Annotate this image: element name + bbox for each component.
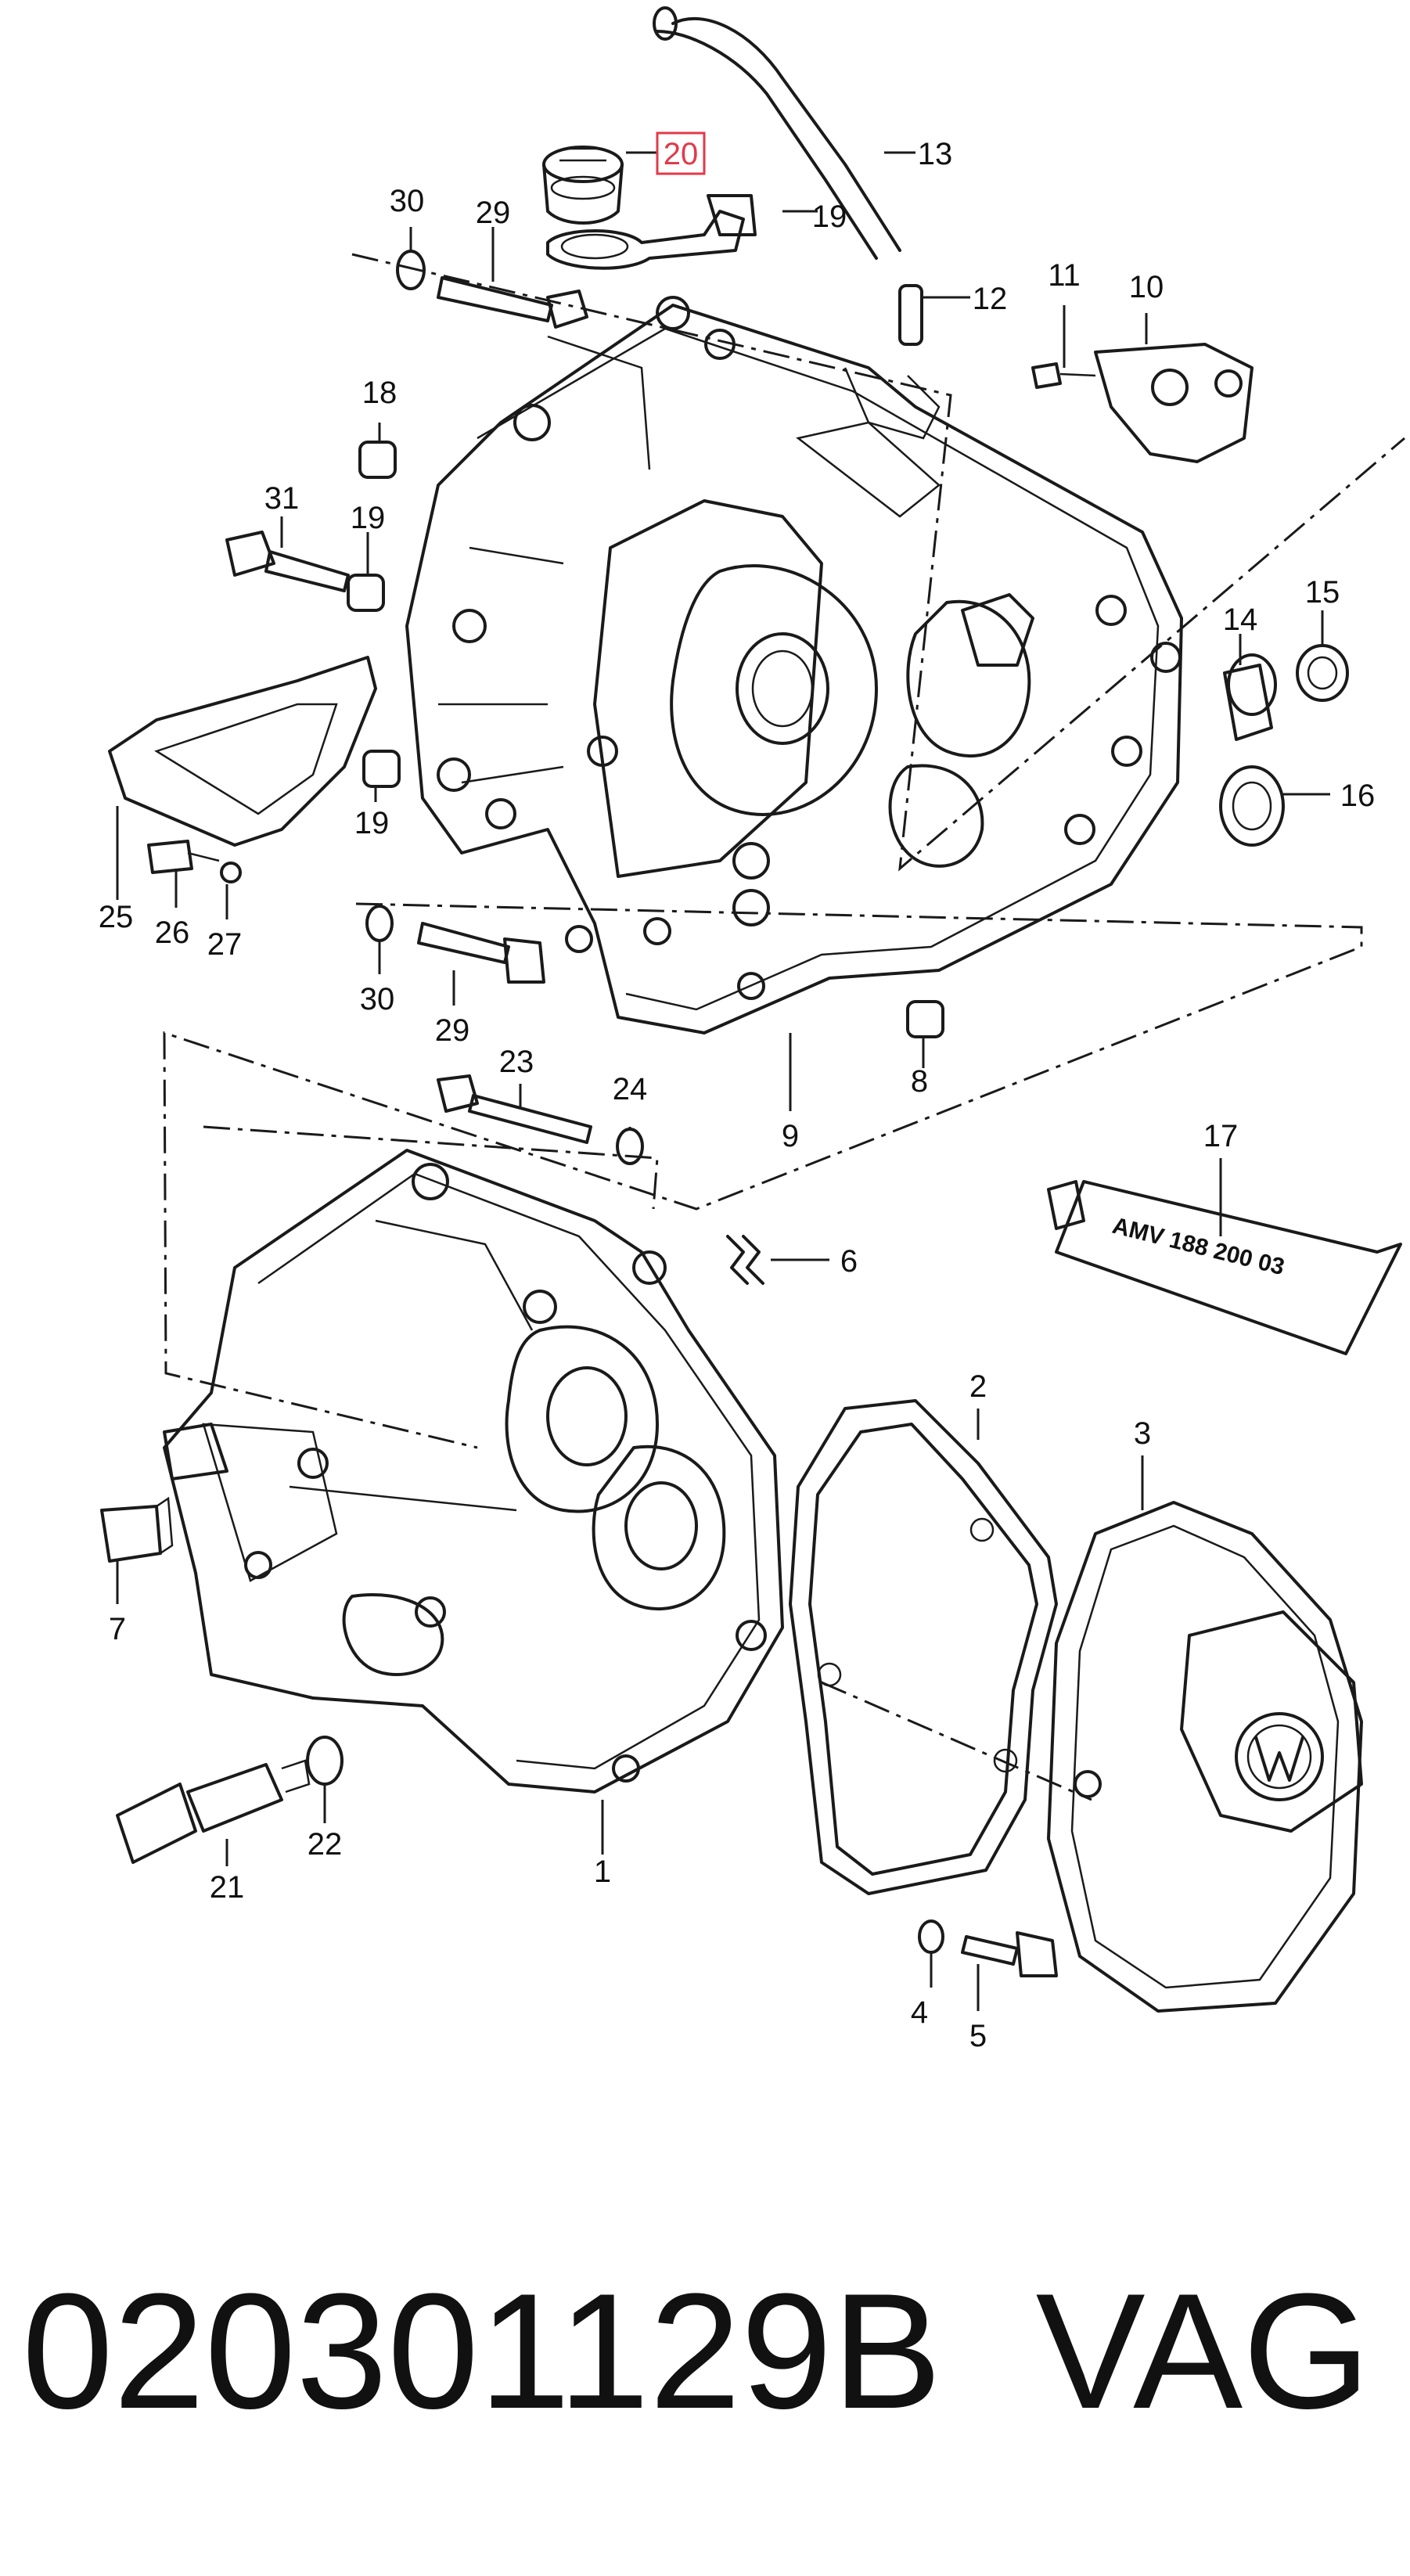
sleeves-left <box>225 441 401 788</box>
cover-plate <box>108 656 377 883</box>
rubber-plug <box>100 1496 174 1563</box>
callout-labels: 20 13 19 12 11 10 30 29 18 31 19 15 14 1… <box>99 131 1376 2053</box>
callout-leaders <box>116 151 1330 2011</box>
highlight-box-21 <box>656 131 706 175</box>
bolt-top <box>396 250 588 329</box>
callout-28: 27 <box>207 927 243 962</box>
callout-31: 31 <box>264 481 300 516</box>
callout-6: 6 <box>840 1244 858 1279</box>
end-cover <box>1047 1501 1363 2013</box>
gasket-bracket <box>546 194 757 270</box>
callout-24: 23 <box>499 1045 534 1079</box>
seals-right <box>1219 644 1349 847</box>
callout-25: 24 <box>613 1072 648 1106</box>
callout-20: 19 <box>812 200 847 234</box>
callout-29-lower: 29 <box>435 1013 470 1048</box>
spring <box>726 1235 764 1285</box>
callout-10: 10 <box>1129 270 1164 304</box>
part-number-text: 020301129B <box>22 2259 942 2443</box>
upper-transmission-housing <box>405 296 1183 1034</box>
callout-14: 14 <box>1223 603 1258 637</box>
callout-22: 21 <box>210 1870 245 1905</box>
sealant-tube: AMV 188 200 03 <box>1047 1180 1402 1355</box>
callout-13: 13 <box>918 137 953 171</box>
callout-12: 12 <box>973 282 1008 316</box>
filler-plug <box>542 146 624 225</box>
callout-5: 5 <box>969 2019 987 2053</box>
callout-27: 26 <box>155 916 190 950</box>
callout-2: 2 <box>969 1369 987 1404</box>
callout-23: 22 <box>308 1827 343 1862</box>
callout-11: 11 <box>1048 258 1081 293</box>
callout-21: 20 <box>664 137 699 171</box>
cover-gasket <box>789 1399 1058 1895</box>
cover-bolt <box>918 1919 1058 1977</box>
callout-18: 18 <box>362 376 397 410</box>
callout-3: 3 <box>1134 1416 1151 1451</box>
brand-text: VAG <box>1035 2259 1371 2443</box>
bolt-lower <box>365 905 944 1038</box>
breather-hose <box>653 6 901 260</box>
callout-8: 8 <box>911 1064 928 1099</box>
callout-30-lower: 30 <box>360 982 395 1016</box>
lower-transmission-case <box>163 1149 784 1793</box>
callout-19-lower: 19 <box>354 806 390 840</box>
callout-9: 9 <box>782 1119 799 1153</box>
speed-sensor <box>116 1736 344 1864</box>
callout-17: 17 <box>1203 1119 1239 1153</box>
callout-7: 7 <box>109 1612 126 1646</box>
assembly-reference-lines <box>163 253 1405 1801</box>
callout-29-top: 29 <box>476 196 511 230</box>
callout-15: 15 <box>1305 575 1340 610</box>
exploded-parts-diagram: AMV 188 200 03 <box>99 6 1405 2053</box>
breather-pin <box>898 284 923 346</box>
callout-19-upper: 19 <box>351 501 386 535</box>
callout-1: 1 <box>594 1855 611 1889</box>
callout-16: 16 <box>1340 779 1376 813</box>
callout-4: 4 <box>911 1995 928 2030</box>
bracket-10 <box>1031 343 1254 463</box>
part-caption: 020301129B VAG <box>22 2261 1399 2441</box>
callout-26: 25 <box>99 900 134 934</box>
callout-30-top: 30 <box>390 184 425 218</box>
